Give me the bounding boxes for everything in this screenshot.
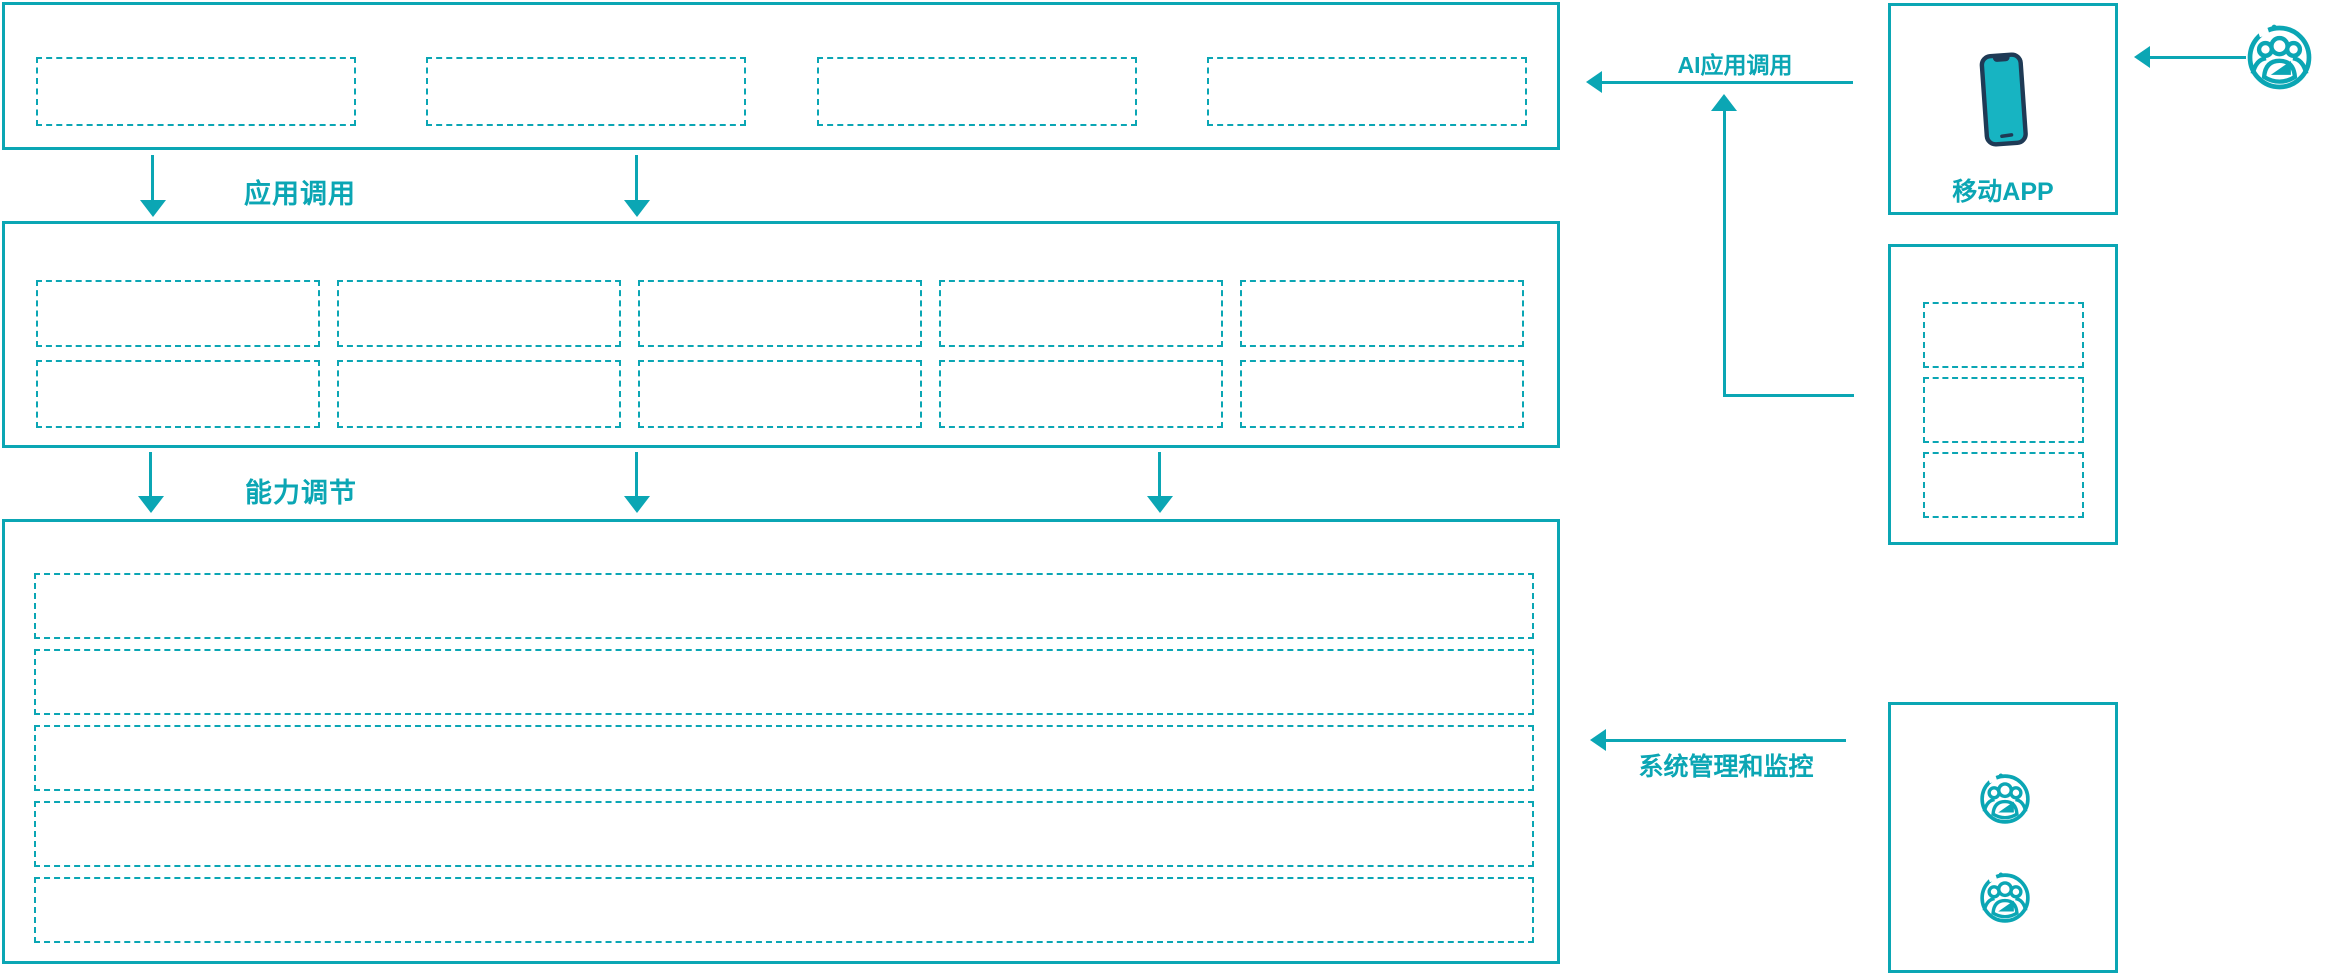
user-arrowhead (2134, 46, 2150, 68)
application-placeholder-box (816, 57, 1137, 126)
monitor-box (1888, 702, 2118, 973)
app-call-arrowhead-2 (624, 200, 650, 217)
resource-placeholder-row (34, 649, 1534, 715)
users-group-icon (2246, 24, 2313, 91)
resource-placeholder-row (34, 573, 1534, 639)
application-placeholder-box (36, 57, 356, 126)
capability-placeholder-box (337, 280, 621, 347)
capability-placeholder-grid (36, 280, 1524, 428)
sys-mgmt-arrowhead (1590, 729, 1606, 751)
management-placeholder-column (1923, 302, 2084, 518)
capability-placeholder-box (1240, 360, 1524, 428)
capability-arrowhead-2 (624, 496, 650, 513)
users-group-icon (1979, 773, 2031, 825)
capability-placeholder-box (638, 280, 922, 347)
capability-arrow-line-2 (635, 452, 638, 498)
mobile-phone-icon (1973, 50, 2035, 156)
user-arrow-line (2150, 56, 2246, 59)
application-placeholder-box (1206, 57, 1527, 126)
monitor-users-column (1979, 773, 2031, 924)
capability-arrowhead-3 (1147, 496, 1173, 513)
app-call-arrowhead-1 (140, 200, 166, 217)
capability-placeholder-box (638, 360, 922, 428)
ai-app-call-arrow-line (1602, 81, 1853, 84)
app-call-arrow-line-2 (635, 155, 638, 202)
capability-placeholder-box (939, 280, 1223, 347)
mgmt-merge-connector-vertical (1723, 108, 1726, 396)
ai-app-call-arrowhead (1586, 71, 1602, 93)
capability-arrow-line-3 (1158, 452, 1161, 498)
users-group-icon (1979, 872, 2031, 924)
app-call-arrow-line-1 (151, 155, 154, 202)
capability-label: 能力调节 (245, 478, 357, 508)
resource-placeholder-row (34, 725, 1534, 791)
resource-placeholder-row (34, 877, 1534, 943)
mgmt-merge-connector-horizontal (1723, 394, 1854, 397)
application-placeholder-row (36, 57, 1527, 126)
mgmt-merge-arrowhead-up (1711, 94, 1737, 111)
capability-placeholder-box (939, 360, 1223, 428)
capability-arrowhead-1 (138, 496, 164, 513)
capability-placeholder-box (36, 360, 320, 428)
mobile-app-label: 移动APP (1952, 178, 2054, 206)
app-call-label: 应用调用 (244, 179, 356, 209)
management-placeholder-box (1923, 452, 2084, 518)
resource-placeholder-rows (34, 573, 1534, 943)
ai-app-call-label: AI应用调用 (1677, 52, 1793, 78)
capability-placeholder-box (337, 360, 621, 428)
resource-placeholder-row (34, 801, 1534, 867)
capability-placeholder-box (36, 280, 320, 347)
sys-mgmt-arrow-line (1606, 739, 1846, 742)
capability-arrow-line-1 (149, 452, 152, 498)
management-placeholder-box (1923, 377, 2084, 443)
sys-mgmt-label: 系统管理和监控 (1638, 753, 1814, 781)
application-placeholder-box (426, 57, 747, 126)
capability-placeholder-box (1240, 280, 1524, 347)
management-placeholder-box (1923, 302, 2084, 368)
